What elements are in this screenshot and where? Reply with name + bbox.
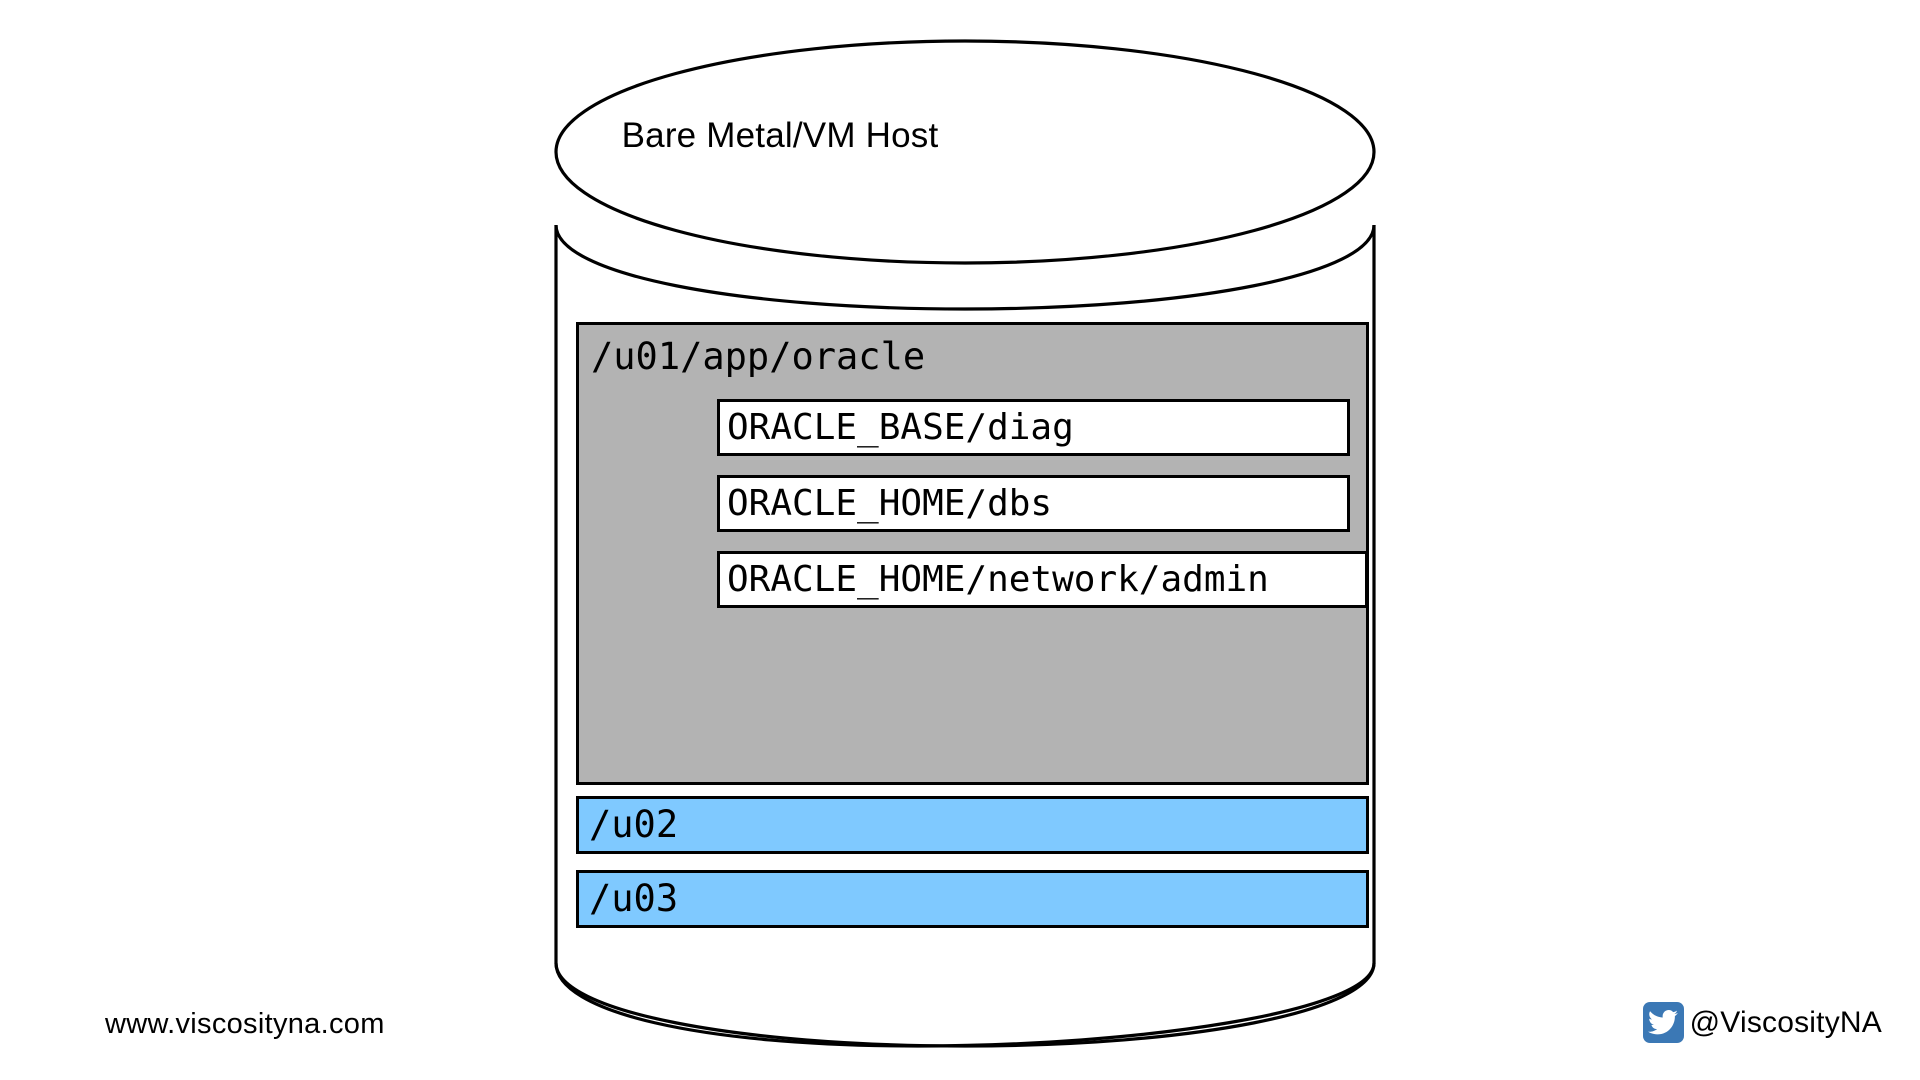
directory-oracle-home-network-admin[interactable]: ORACLE_HOME/network/admin bbox=[717, 551, 1368, 608]
host-title: Bare Metal/VM Host bbox=[621, 116, 939, 155]
twitter-handle-label: @ViscosityNA bbox=[1689, 1005, 1882, 1039]
website-url: www.viscosityna.com bbox=[105, 1008, 385, 1040]
directory-oracle-home-network-admin-label: ORACLE_HOME/network/admin bbox=[727, 558, 1269, 600]
filesystem-u01[interactable]: /u01/app/oracle ORACLE_BASE/diag ORACLE_… bbox=[576, 322, 1369, 785]
social-handle-group[interactable]: @ViscosityNA bbox=[1642, 1002, 1882, 1043]
filesystem-u03-label: /u03 bbox=[589, 877, 679, 920]
cylinder-bottom-arc bbox=[554, 962, 1376, 1048]
twitter-bird-icon[interactable] bbox=[1642, 1002, 1684, 1043]
filesystem-u01-label: /u01/app/oracle bbox=[591, 335, 926, 378]
filesystem-u03[interactable]: /u03 bbox=[576, 870, 1369, 928]
directory-oracle-base-diag[interactable]: ORACLE_BASE/diag bbox=[717, 399, 1350, 456]
cylinder-rim-arc bbox=[554, 224, 1376, 311]
cylinder-top-ellipse bbox=[554, 39, 1376, 265]
directory-oracle-base-diag-label: ORACLE_BASE/diag bbox=[727, 406, 1074, 448]
filesystem-u02[interactable]: /u02 bbox=[576, 796, 1369, 854]
directory-oracle-home-dbs[interactable]: ORACLE_HOME/dbs bbox=[717, 475, 1350, 532]
directory-oracle-home-dbs-label: ORACLE_HOME/dbs bbox=[727, 482, 1053, 524]
filesystem-u02-label: /u02 bbox=[589, 803, 679, 846]
